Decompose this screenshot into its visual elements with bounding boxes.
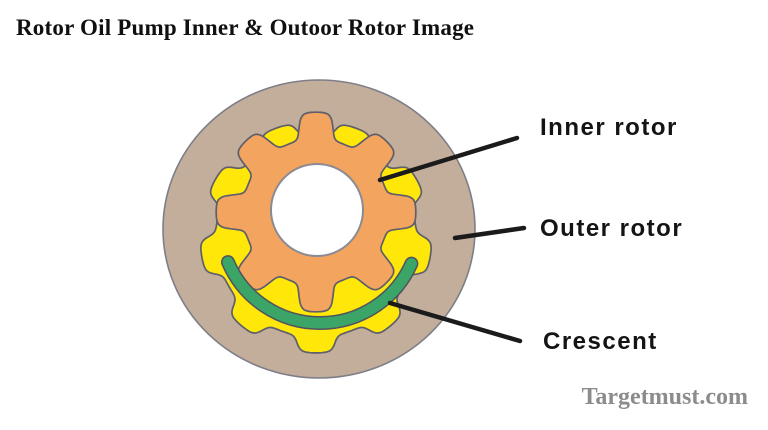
page-title: Rotor Oil Pump Inner & Outoor Rotor Imag… <box>16 15 475 40</box>
label-crescent: Crescent <box>543 328 658 355</box>
label-outer-rotor: Outer rotor <box>540 215 684 242</box>
pointer-line-crescent <box>387 300 523 344</box>
watermark: Targetmust.com <box>581 384 748 410</box>
label-inner-rotor: Inner rotor <box>540 114 678 141</box>
crescent-shape <box>222 256 417 329</box>
pointer-line-inner-rotor <box>377 135 520 183</box>
pointer-line-outer-rotor <box>452 225 527 241</box>
shaft-hole <box>270 163 364 257</box>
